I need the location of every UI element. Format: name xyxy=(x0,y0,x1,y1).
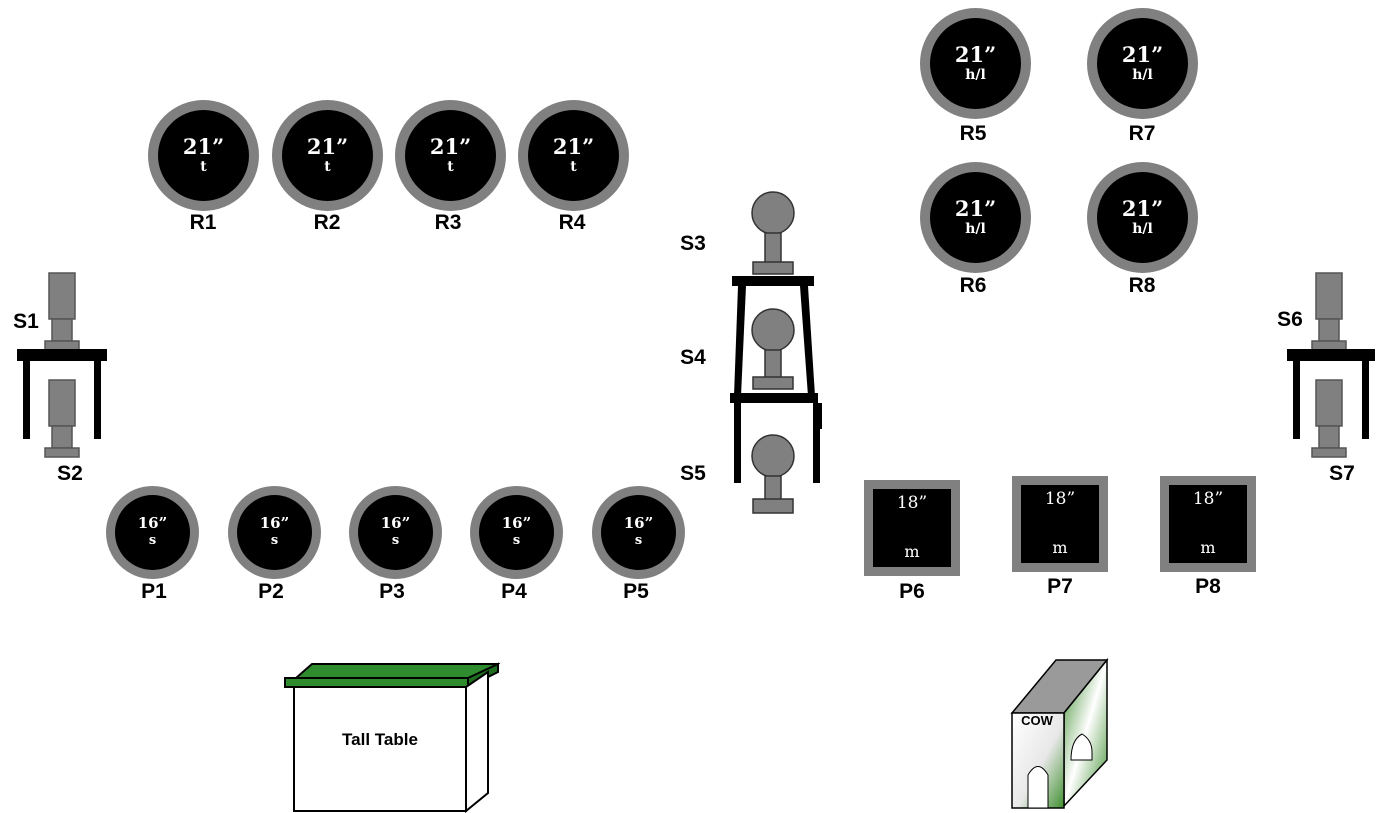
target-label-p8: P8 xyxy=(1195,575,1221,598)
target-size: 21” xyxy=(954,195,997,221)
target-size: 16” xyxy=(501,514,532,533)
target-kind: m xyxy=(1052,538,1068,557)
square-target-p7: 18” m xyxy=(1012,476,1108,572)
pepper-target-p4: 16”s xyxy=(470,486,563,579)
target-kind: t xyxy=(570,158,577,175)
round-target-r4: 21”t xyxy=(518,100,629,211)
target-label-p3: P3 xyxy=(379,580,405,603)
round-target-r3: 21”t xyxy=(395,100,506,211)
target-label-r7: R7 xyxy=(1128,122,1156,145)
square-target-p6: 18” m xyxy=(864,480,960,576)
target-label-r2: R2 xyxy=(313,211,341,234)
left-steel-table xyxy=(17,272,107,458)
pepper-target-p5: 16”s xyxy=(592,486,685,579)
target-size: 21” xyxy=(306,133,349,159)
target-kind: s xyxy=(512,533,521,549)
pepper-target-p3: 16”s xyxy=(349,486,442,579)
target-size: 18” xyxy=(896,493,928,513)
pepper-target-p2: 16”s xyxy=(228,486,321,579)
target-size: 21” xyxy=(182,133,225,159)
target-kind: t xyxy=(200,158,207,175)
target-kind: s xyxy=(391,533,400,549)
target-kind: m xyxy=(1200,538,1216,557)
target-kind: h/l xyxy=(1132,66,1153,83)
target-label-r4: R4 xyxy=(558,211,586,234)
target-size: 21” xyxy=(552,133,595,159)
steel-label-s5: S5 xyxy=(680,462,706,485)
target-kind: h/l xyxy=(965,220,986,237)
square-target-p8: 18” m xyxy=(1160,476,1256,572)
target-size: 16” xyxy=(380,514,411,533)
round-target-r2: 21”t xyxy=(272,100,383,211)
tall-table-label: Tall Table xyxy=(342,730,418,749)
tall-table xyxy=(284,662,501,813)
cow-prop xyxy=(1010,657,1109,809)
target-size: 16” xyxy=(623,514,654,533)
target-size: 16” xyxy=(137,514,168,533)
target-kind: t xyxy=(447,158,454,175)
center-steel-stand xyxy=(730,191,822,514)
target-kind: h/l xyxy=(1132,220,1153,237)
round-target-r5: 21”h/l xyxy=(920,8,1031,119)
steel-label-s1: S1 xyxy=(13,310,39,333)
target-label-r3: R3 xyxy=(434,211,462,234)
round-target-r7: 21”h/l xyxy=(1087,8,1198,119)
target-label-r5: R5 xyxy=(959,122,987,145)
target-size: 21” xyxy=(954,41,997,67)
target-kind: m xyxy=(904,542,920,561)
target-size: 16” xyxy=(259,514,290,533)
round-target-r1: 21”t xyxy=(148,100,259,211)
target-label-r1: R1 xyxy=(189,211,217,234)
steel-label-s3: S3 xyxy=(680,232,706,255)
right-steel-table xyxy=(1287,272,1375,458)
target-label-p4: P4 xyxy=(501,580,527,603)
target-label-p7: P7 xyxy=(1047,575,1073,598)
target-size: 18” xyxy=(1044,489,1076,509)
target-label-p6: P6 xyxy=(899,580,925,603)
target-label-r6: R6 xyxy=(959,274,987,297)
target-kind: t xyxy=(324,158,331,175)
target-label-p2: P2 xyxy=(258,580,284,603)
round-target-r8: 21”h/l xyxy=(1087,162,1198,273)
steel-label-s2: S2 xyxy=(57,462,83,485)
target-kind: s xyxy=(148,533,157,549)
target-label-p1: P1 xyxy=(141,580,167,603)
target-label-r8: R8 xyxy=(1128,274,1156,297)
pepper-target-p1: 16”s xyxy=(106,486,199,579)
steel-label-s6: S6 xyxy=(1277,308,1303,331)
target-size: 18” xyxy=(1192,489,1224,509)
target-size: 21” xyxy=(1121,195,1164,221)
target-size: 21” xyxy=(1121,41,1164,67)
round-target-r6: 21”h/l xyxy=(920,162,1031,273)
steel-label-s7: S7 xyxy=(1329,462,1355,485)
steel-label-s4: S4 xyxy=(680,346,706,369)
cow-label: COW xyxy=(1021,713,1053,728)
target-kind: s xyxy=(634,533,643,549)
target-kind: s xyxy=(270,533,279,549)
target-label-p5: P5 xyxy=(623,580,649,603)
target-size: 21” xyxy=(429,133,472,159)
target-kind: h/l xyxy=(965,66,986,83)
